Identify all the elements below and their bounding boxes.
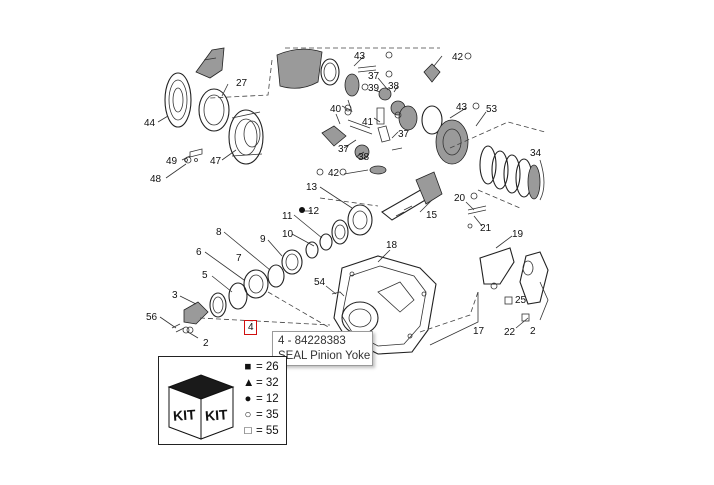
callout-2-right: 2 <box>530 326 536 337</box>
callout-47: 47 <box>210 156 222 167</box>
legend-value: = 12 <box>256 393 279 405</box>
part-4-hotspot[interactable]: 4 <box>244 320 257 335</box>
legend-value: = 26 <box>256 361 279 373</box>
callout-40: 40 <box>330 104 342 115</box>
axle-housing-group <box>331 255 479 355</box>
kit-legend: KIT KIT ■ = 26 ▲= 32 ● = 12 ○ = 35 □ = 55 <box>158 356 287 445</box>
legend-row-square-filled: ■ = 26 <box>243 361 279 373</box>
callout-5: 5 <box>202 270 208 281</box>
bracket-group <box>467 205 549 321</box>
filled-square-icon: ■ <box>244 361 252 373</box>
callout-13: 13 <box>306 182 318 193</box>
callout-19: 19 <box>512 229 524 240</box>
pinion-group <box>319 171 443 236</box>
differential-group <box>209 47 469 175</box>
callout-37-left: 37 <box>338 144 350 155</box>
callout-48: 48 <box>150 174 162 185</box>
callout-54: 54 <box>314 277 326 288</box>
callout-4: 4 <box>248 322 254 333</box>
open-circle-icon: ○ <box>244 409 252 421</box>
callout-9: 9 <box>260 234 266 245</box>
callout-18: 18 <box>386 240 398 251</box>
callout-6: 6 <box>196 247 202 258</box>
legend-value: = 35 <box>256 409 279 421</box>
callout-labels: 2 3 5 6 7 8 9 10 11 12 13 15 17 18 19 20… <box>144 51 542 349</box>
tooltip-part-description: SEAL Pinion Yoke <box>278 350 371 362</box>
filled-triangle-icon: ▲ <box>243 377 255 389</box>
callout-22: 22 <box>504 327 516 338</box>
callout-3: 3 <box>172 290 178 301</box>
clutch-pack-group <box>449 121 546 209</box>
callout-43-top: 43 <box>354 51 366 62</box>
callout-56: 56 <box>146 312 158 323</box>
legend-value: = 55 <box>256 425 279 437</box>
callout-41: 41 <box>362 117 374 128</box>
callout-11: 11 <box>282 211 293 222</box>
callout-38-top: 38 <box>388 81 400 92</box>
filled-circle-icon: ● <box>244 393 252 405</box>
callout-17: 17 <box>473 326 485 337</box>
callout-27: 27 <box>236 78 248 89</box>
legend-row-circle-open: ○ = 35 <box>243 409 279 421</box>
legend-row-circle-filled: ● = 12 <box>243 393 279 405</box>
callout-42-top: 42 <box>452 52 464 63</box>
legend-row-triangle: ▲= 32 <box>243 377 279 389</box>
seal-stack-group <box>171 219 349 334</box>
tooltip-part-number: 4 - 84228383 <box>278 335 346 347</box>
open-square-icon: □ <box>244 425 252 437</box>
kit-label-right: KIT <box>204 406 228 424</box>
callout-7: 7 <box>236 253 242 264</box>
callout-42-bottom: 42 <box>328 168 340 179</box>
callout-8: 8 <box>216 227 222 238</box>
callout-53: 53 <box>486 104 498 115</box>
callout-49: 49 <box>166 156 178 167</box>
callout-34: 34 <box>530 148 542 159</box>
callout-10: 10 <box>282 229 294 240</box>
part-tooltip: 4 - 84228383 SEAL Pinion Yoke <box>272 331 373 366</box>
kit-label-left: KIT <box>172 406 196 424</box>
callout-43-right: 43 <box>456 102 468 113</box>
callout-21: 21 <box>480 223 492 234</box>
callout-25: 25 <box>515 295 527 306</box>
callout-2: 2 <box>203 338 209 349</box>
crown-wheel-group <box>164 47 264 165</box>
legend-row-square-open: □ = 55 <box>243 425 279 437</box>
callout-37-right: 37 <box>398 129 410 140</box>
kit-markers <box>184 51 530 334</box>
callout-12: 12 <box>308 206 320 217</box>
callout-20: 20 <box>454 193 466 204</box>
callout-37-top: 37 <box>368 71 380 82</box>
leader-lines <box>157 55 529 339</box>
callout-38-bottom: 38 <box>358 152 370 163</box>
callout-44: 44 <box>144 118 156 129</box>
kit-box-icon: KIT KIT <box>167 374 235 440</box>
callout-39: 39 <box>368 83 380 94</box>
legend-value: = 32 <box>256 377 279 389</box>
callout-15: 15 <box>426 210 438 221</box>
